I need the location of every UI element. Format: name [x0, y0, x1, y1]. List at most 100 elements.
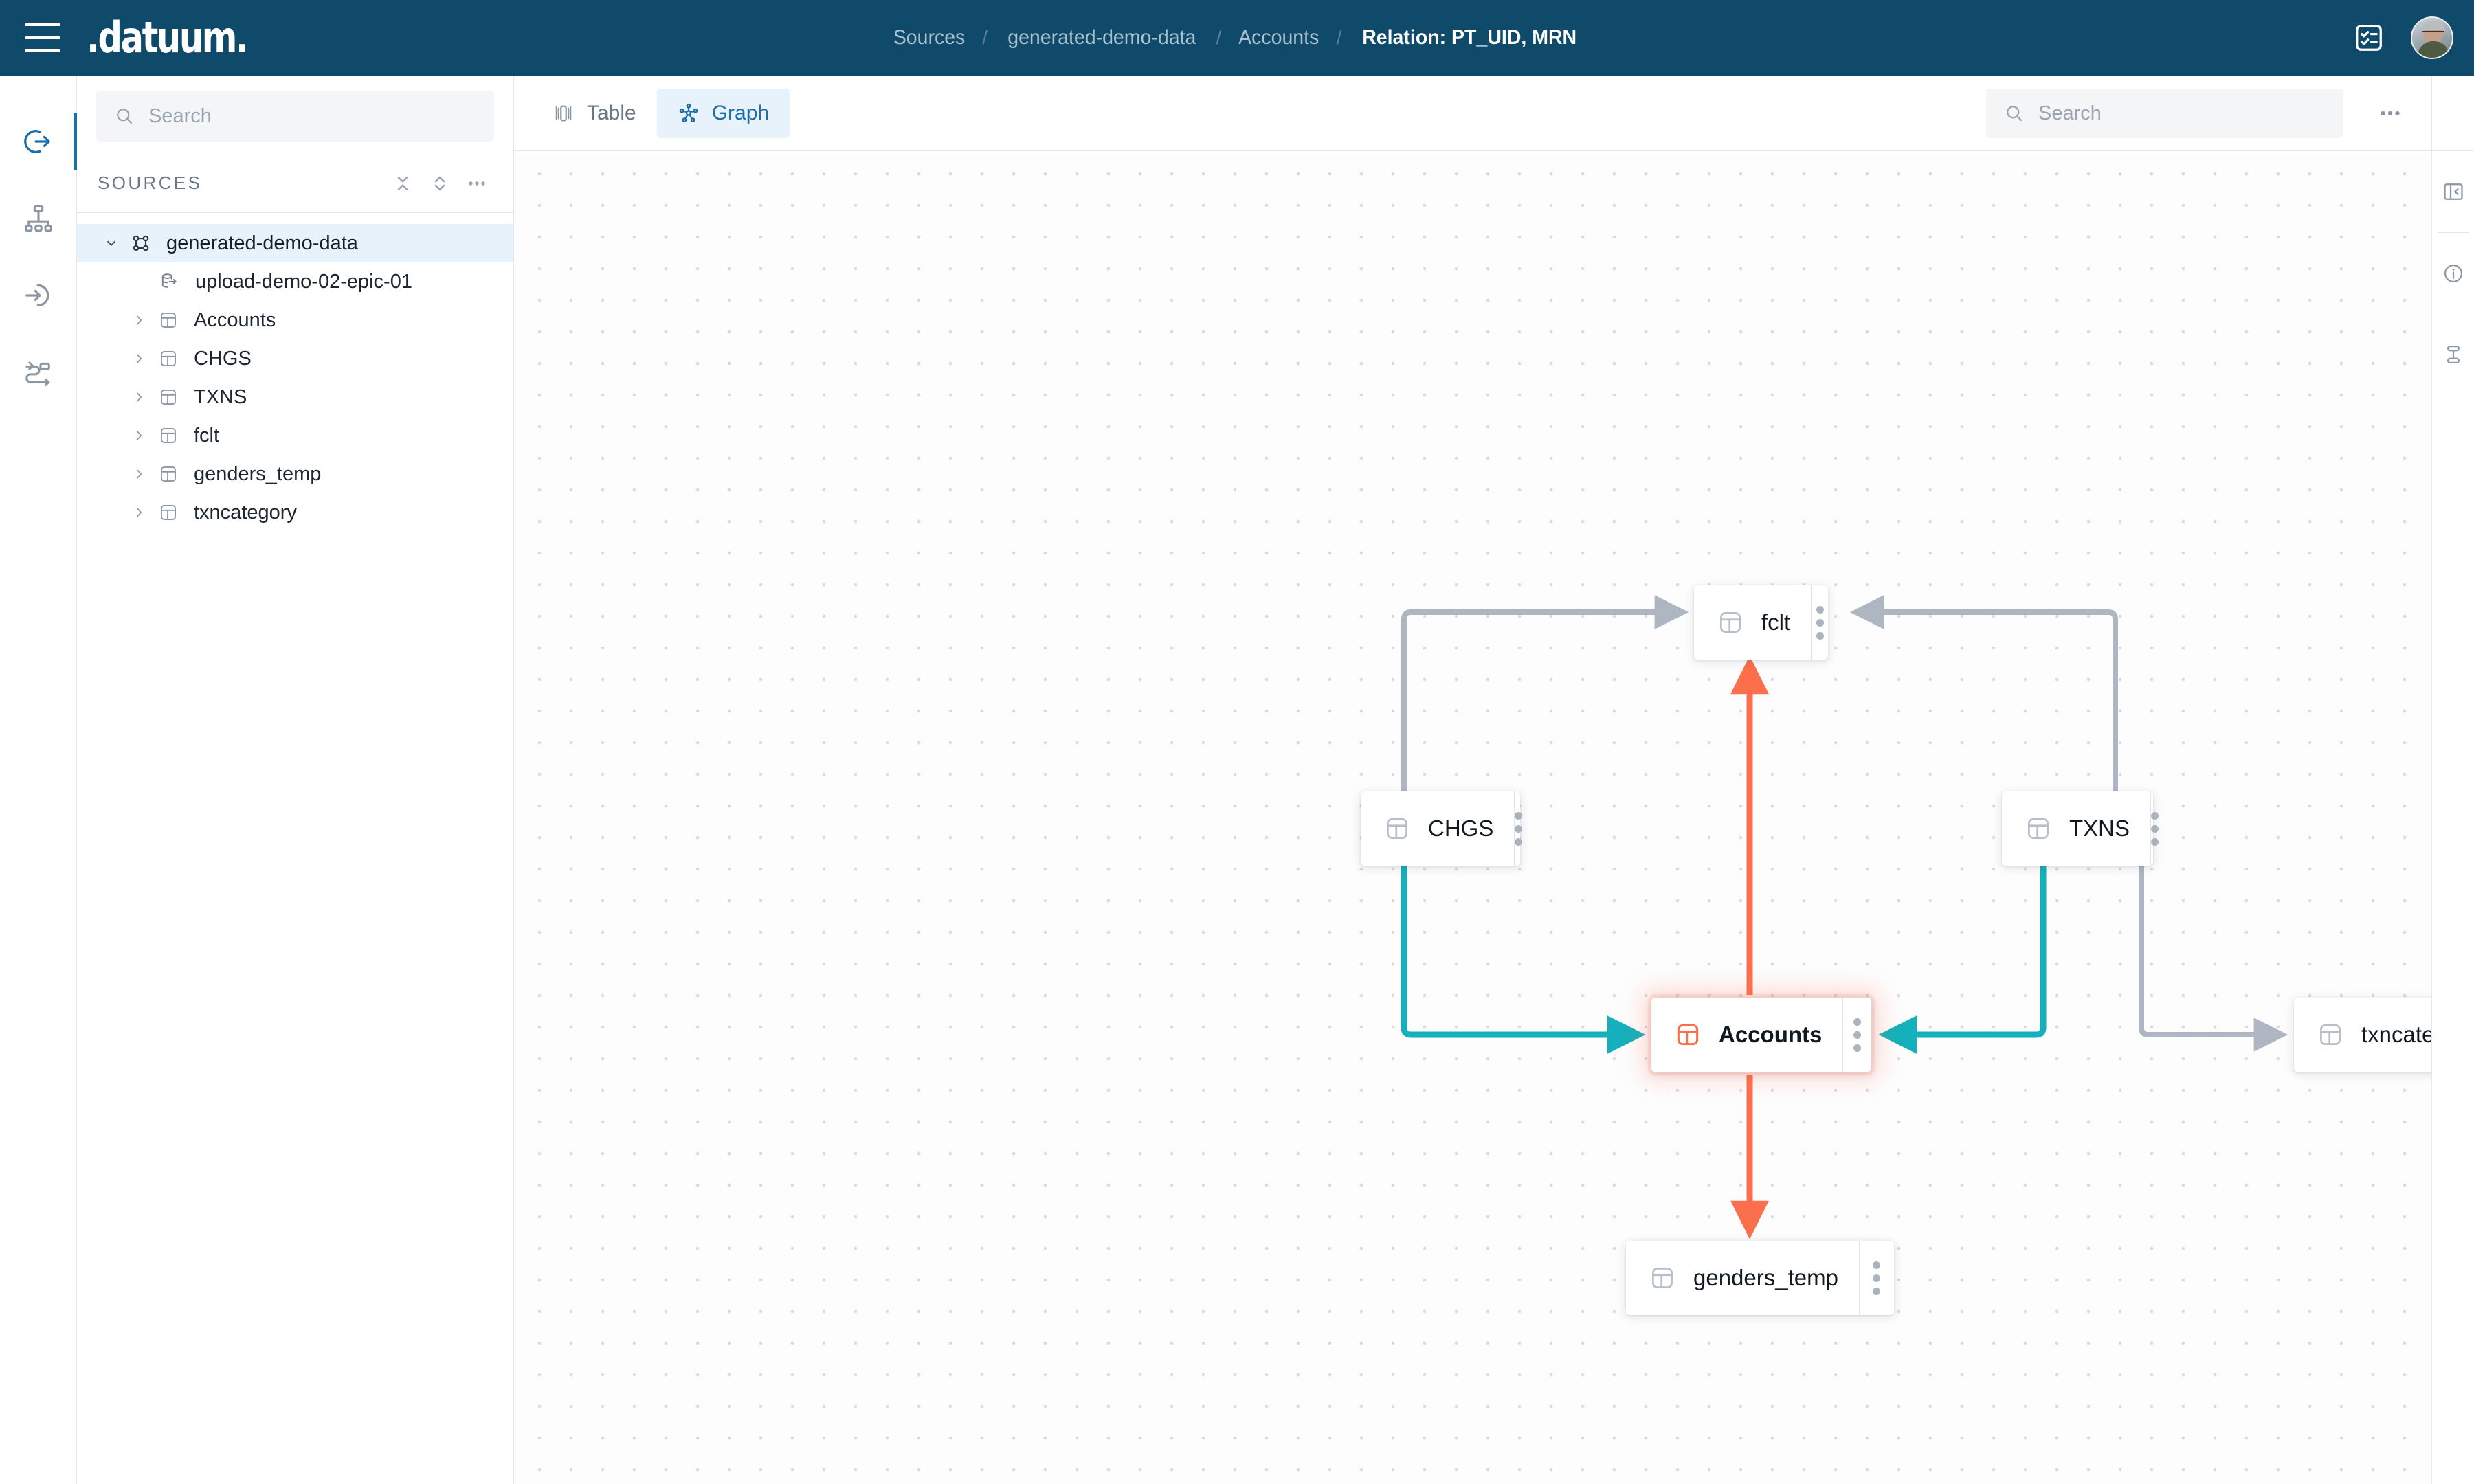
collapse-panel-button[interactable]	[2432, 151, 2474, 232]
twisty-collapsed-icon[interactable]	[125, 313, 153, 328]
table-view-icon	[555, 104, 572, 122]
graph-node-label: genders_temp	[1693, 1265, 1838, 1290]
edge-txns-to-fclt	[1849, 595, 2118, 791]
table-icon	[153, 503, 184, 522]
breadcrumb-item-source[interactable]: generated-demo-data	[1007, 26, 1196, 49]
tree-item-accounts[interactable]: Accounts	[77, 301, 513, 339]
graph-node-menu-button[interactable]	[1858, 1241, 1894, 1315]
twisty-collapsed-icon[interactable]	[125, 505, 153, 520]
vertical-dots-icon	[1816, 605, 1824, 640]
graph-node-menu-button[interactable]	[1811, 585, 1828, 660]
graph-more-button[interactable]	[2365, 89, 2415, 138]
info-button[interactable]	[2432, 233, 2474, 314]
source-node-icon	[125, 233, 157, 254]
tree-item-genders-temp[interactable]: genders_temp	[77, 455, 513, 493]
sidebar-search-input[interactable]: Search	[96, 91, 494, 142]
tree-item-txncategory[interactable]: txncategory	[77, 493, 513, 532]
avatar[interactable]	[2411, 16, 2453, 59]
tree-item-generated-demo-data[interactable]: generated-demo-data	[77, 224, 513, 262]
vertical-dots-icon	[2151, 811, 2159, 846]
twisty-collapsed-icon[interactable]	[125, 466, 153, 482]
tab-graph-label: Graph	[711, 101, 770, 124]
breadcrumb-item-entity[interactable]: Accounts	[1238, 26, 1319, 49]
graph-node-label: fclt	[1761, 609, 1791, 635]
graph-node-accounts[interactable]: Accounts	[1651, 998, 1871, 1072]
twisty-collapsed-icon[interactable]	[125, 351, 153, 366]
graph-node-label: Accounts	[1719, 1022, 1823, 1047]
tree-item-label: CHGS	[194, 347, 252, 370]
tree-item-label: txncategory	[194, 501, 297, 524]
tree-item-fclt[interactable]: fclt	[77, 416, 513, 455]
sources-section-header: SOURCES	[77, 154, 513, 213]
tree-item-label: upload-demo-02-epic-01	[195, 270, 412, 293]
breadcrumb-item-relation: Relation: PT_UID, MRN	[1362, 26, 1577, 49]
table-icon	[2320, 1024, 2341, 1045]
graph-node-chgs[interactable]: CHGS	[1361, 791, 1523, 866]
tab-table-label: Table	[587, 101, 636, 124]
tree-item-chgs[interactable]: CHGS	[77, 339, 513, 378]
tab-graph[interactable]: Graph	[656, 88, 790, 138]
database-upload-icon	[154, 271, 186, 292]
tree-item-label: fclt	[194, 424, 220, 447]
sidebar: Search SOURCES	[77, 76, 514, 1484]
expand-all-button[interactable]	[421, 165, 458, 202]
rail-item-pipeline[interactable]	[0, 334, 77, 411]
brand-label: .datuum.	[87, 12, 249, 63]
collapse-all-button[interactable]	[384, 165, 421, 202]
collapse-panel-icon	[2444, 183, 2463, 200]
rail-item-sources[interactable]	[0, 103, 77, 180]
table-icon	[153, 349, 184, 368]
import-icon	[25, 284, 49, 307]
table-icon	[153, 387, 184, 407]
sources-icon	[23, 130, 50, 153]
graph-node-txncategory[interactable]: txncategory	[2294, 998, 2431, 1072]
vertical-dots-icon	[1515, 811, 1523, 846]
view-tabbar: Table Graph Search	[514, 76, 2431, 151]
edge-txns-to-accounts	[1878, 866, 2047, 1054]
twisty-expanded-icon[interactable]	[98, 235, 125, 251]
graph-canvas[interactable]: fclt CHGS	[514, 151, 2431, 1484]
vertical-dots-icon	[1853, 1018, 1862, 1052]
rail-item-hierarchy[interactable]	[0, 180, 77, 257]
graph-edges	[1401, 595, 2288, 1239]
tree-item-txns[interactable]: TXNS	[77, 378, 513, 416]
sources-tree: generated-demo-data upload-demo-02-epic-…	[77, 213, 513, 532]
graph-node-body[interactable]: TXNS	[2002, 791, 2150, 866]
graph-node-txns[interactable]: TXNS	[2002, 791, 2159, 866]
sidebar-more-button[interactable]	[458, 165, 495, 202]
graph-search-input[interactable]: Search	[1986, 89, 2343, 138]
app-logo[interactable]: .datuum.	[87, 12, 287, 63]
tree-item-label: generated-demo-data	[166, 232, 358, 254]
graph-node-genders-temp[interactable]: genders_temp	[1626, 1241, 1894, 1315]
hamburger-icon[interactable]	[25, 23, 60, 52]
graph-node-label: txncategory	[2361, 1022, 2431, 1047]
graph-node-body[interactable]: CHGS	[1361, 791, 1514, 866]
lineage-icon	[2447, 345, 2460, 364]
graph-node-menu-button[interactable]	[1842, 998, 1871, 1072]
graph-node-body[interactable]: fclt	[1694, 585, 1811, 660]
tree-item-label: genders_temp	[194, 462, 322, 485]
graph-node-label: CHGS	[1428, 816, 1494, 841]
table-icon	[153, 311, 184, 330]
graph-node-fclt[interactable]: fclt	[1694, 585, 1828, 660]
lineage-button[interactable]	[2432, 314, 2474, 395]
twisty-collapsed-icon[interactable]	[125, 428, 153, 443]
avatar-glasses	[2422, 31, 2444, 36]
rail-item-import[interactable]	[0, 257, 77, 334]
checklist-icon[interactable]	[2353, 22, 2385, 54]
edge-chgs-to-accounts	[1401, 866, 1646, 1054]
vertical-dots-icon	[1873, 1261, 1881, 1295]
breadcrumb: Sources / generated-demo-data / Accounts…	[0, 0, 2474, 76]
graph-node-body[interactable]: genders_temp	[1626, 1241, 1859, 1315]
tree-item-upload-demo-02-epic-01[interactable]: upload-demo-02-epic-01	[77, 262, 513, 301]
graph-node-menu-button[interactable]	[1514, 791, 1523, 866]
tab-table[interactable]: Table	[532, 89, 657, 138]
graph-node-body[interactable]: txncategory	[2294, 998, 2431, 1072]
graph-node-menu-button[interactable]	[2150, 791, 2159, 866]
graph-node-body[interactable]: Accounts	[1651, 998, 1842, 1072]
topbar-actions	[2353, 0, 2453, 76]
twisty-collapsed-icon[interactable]	[125, 390, 153, 405]
graph-node-label: TXNS	[2069, 816, 2130, 841]
info-icon	[2444, 264, 2463, 283]
breadcrumb-item-sources[interactable]: Sources	[893, 26, 966, 49]
